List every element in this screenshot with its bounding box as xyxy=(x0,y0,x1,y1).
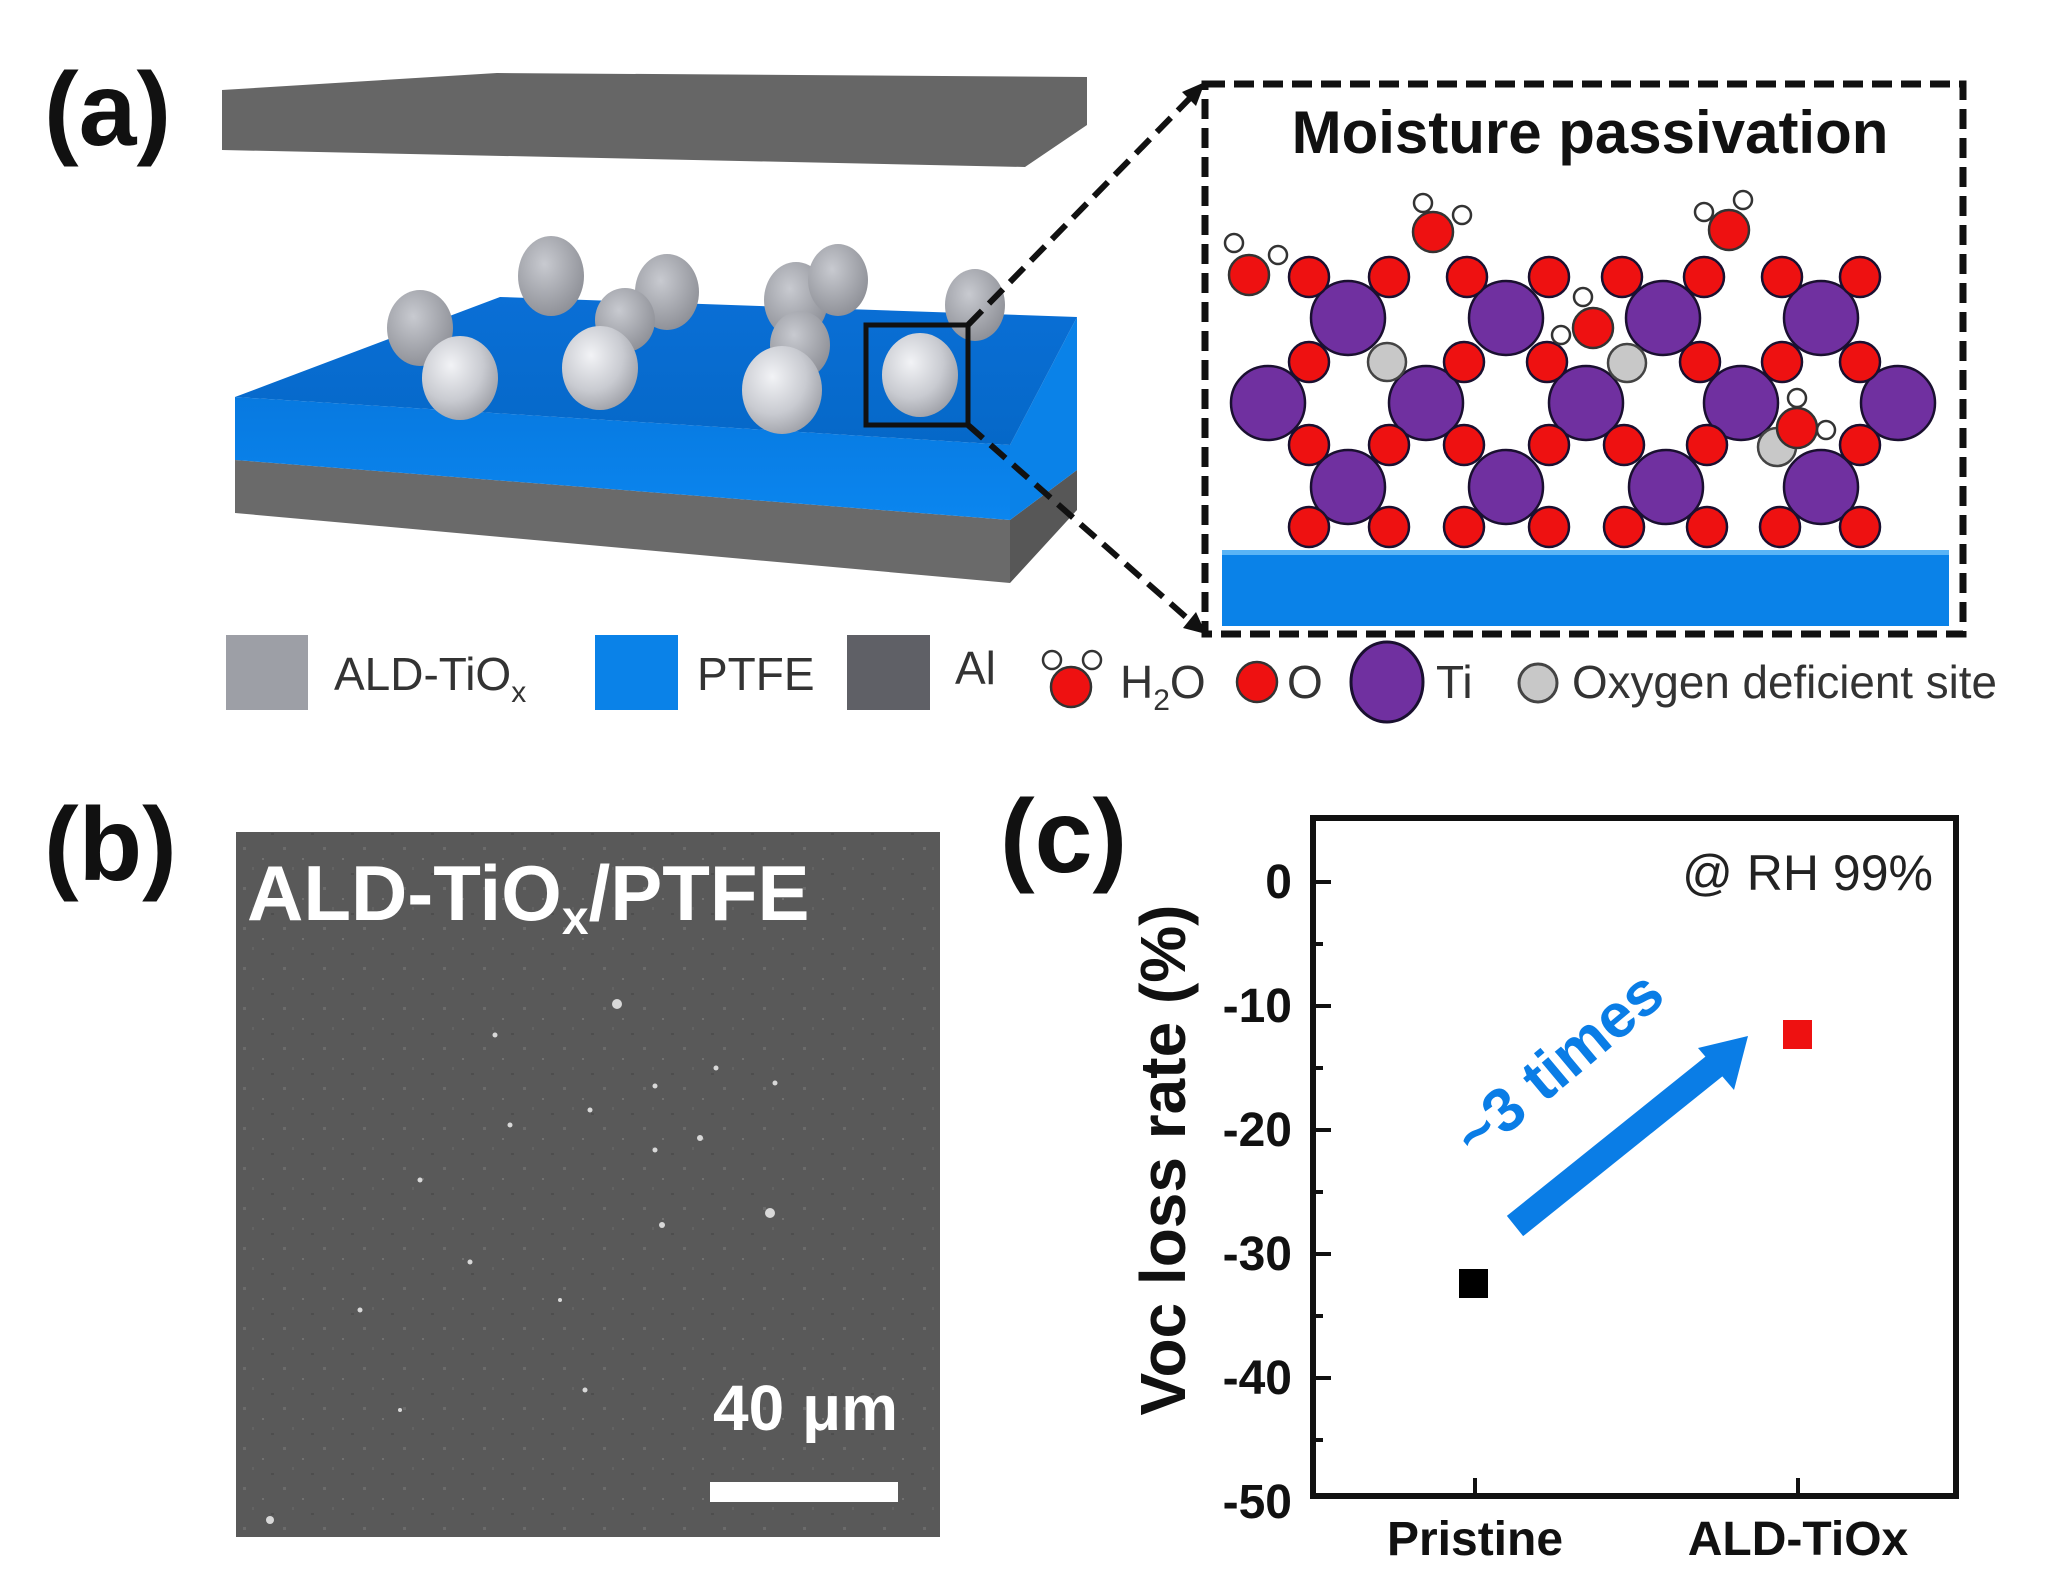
ti-atoms xyxy=(1229,279,1937,526)
y-tick-minus40: -40 xyxy=(1223,1352,1292,1405)
legend-label-ald-tiox: ALD-TiOx xyxy=(334,648,526,709)
humidity-annotation: @ RH 99% xyxy=(1682,845,1933,901)
sem-image xyxy=(236,832,940,1537)
al-substrate-front xyxy=(235,460,1010,583)
panel-c: (c) Voc loss rate (%) 0 -10 -20 -30 -40 … xyxy=(1000,779,1959,1566)
al-substrate-side xyxy=(1010,470,1077,583)
data-point-ald-tiox xyxy=(1783,1020,1812,1049)
panel-b: (b) ALD-TiOx/PTFE 40 μm xyxy=(44,787,940,1537)
y-axis-ticks xyxy=(1313,880,1331,1442)
x-tick-ald-tiox: ALD-TiOx xyxy=(1688,1513,1909,1566)
legend-label-al: Al xyxy=(955,642,996,694)
water-molecule-4 xyxy=(1550,286,1615,350)
legend-label-ti: Ti xyxy=(1436,656,1473,708)
legend-h2o-icon xyxy=(1041,649,1103,709)
legend-swatch-al xyxy=(847,635,930,710)
y-tick-minus10: -10 xyxy=(1223,980,1292,1033)
y-axis-title: Voc loss rate (%) xyxy=(1127,905,1199,1416)
legend-label-h2o: H2O xyxy=(1120,656,1206,717)
legend-swatch-ald-tiox xyxy=(226,635,308,710)
water-molecule-5 xyxy=(1775,387,1837,450)
water-molecules xyxy=(1223,189,1837,450)
legend-vacancy-icon xyxy=(1517,662,1559,704)
legend-label-vacancy: Oxygen deficient site xyxy=(1572,656,1997,708)
zoom-connector-top xyxy=(965,89,1199,328)
legend-swatch-ptfe xyxy=(595,635,678,710)
scale-bar-label: 40 μm xyxy=(713,1372,898,1444)
y-tick-minus20: -20 xyxy=(1223,1104,1292,1157)
y-axis-tick-labels: 0 -10 -20 -30 -40 -50 xyxy=(1223,856,1292,1529)
panel-c-label: (c) xyxy=(1000,779,1127,895)
legend-label-ptfe: PTFE xyxy=(697,648,815,700)
panel-b-label: (b) xyxy=(44,787,177,903)
o-atoms xyxy=(1287,255,1882,549)
ald-tiox-islands xyxy=(387,236,1005,434)
water-molecule-2 xyxy=(1411,192,1473,254)
zoom-region-box xyxy=(863,322,971,428)
oxygen-vacancies xyxy=(1366,341,1798,468)
top-electrode-plate xyxy=(222,73,1087,167)
panel-a: (a) xyxy=(44,52,1997,724)
inset-title: Moisture passivation xyxy=(1292,99,1889,166)
inset-box xyxy=(1201,80,1967,638)
x-tick-pristine: Pristine xyxy=(1387,1513,1563,1566)
legend-label-o: O xyxy=(1287,656,1323,708)
inset-ptfe-highlight xyxy=(1222,550,1949,555)
x-axis-ticks xyxy=(1473,1478,1800,1496)
sem-caption: ALD-TiOx/PTFE xyxy=(247,849,810,945)
legend-ti-icon xyxy=(1349,640,1425,724)
improvement-arrow xyxy=(1506,1036,1748,1237)
sem-particles xyxy=(266,999,862,1524)
panel-a-label: (a) xyxy=(44,52,171,168)
data-point-pristine xyxy=(1459,1269,1488,1298)
y-tick-minus30: -30 xyxy=(1223,1228,1292,1281)
y-tick-minus50: -50 xyxy=(1223,1476,1292,1529)
legend: ALD-TiOx PTFE Al H2O O Ti Oxygen deficie… xyxy=(226,635,1997,724)
water-molecule-3 xyxy=(1693,189,1754,252)
scale-bar xyxy=(710,1482,898,1502)
ptfe-layer-front xyxy=(235,397,1010,520)
water-molecule-1 xyxy=(1223,232,1289,297)
plot-frame xyxy=(1310,815,1959,1499)
y-tick-0: 0 xyxy=(1265,856,1292,909)
zoom-connector-bottom xyxy=(966,422,1198,629)
tiox-lattice xyxy=(1229,255,1937,549)
inset-ptfe-bar xyxy=(1222,550,1949,626)
arrowhead-bottom xyxy=(1183,612,1206,634)
legend-o-icon xyxy=(1235,660,1279,704)
ptfe-layer-side xyxy=(1010,317,1077,520)
arrowhead-top xyxy=(1182,82,1205,106)
